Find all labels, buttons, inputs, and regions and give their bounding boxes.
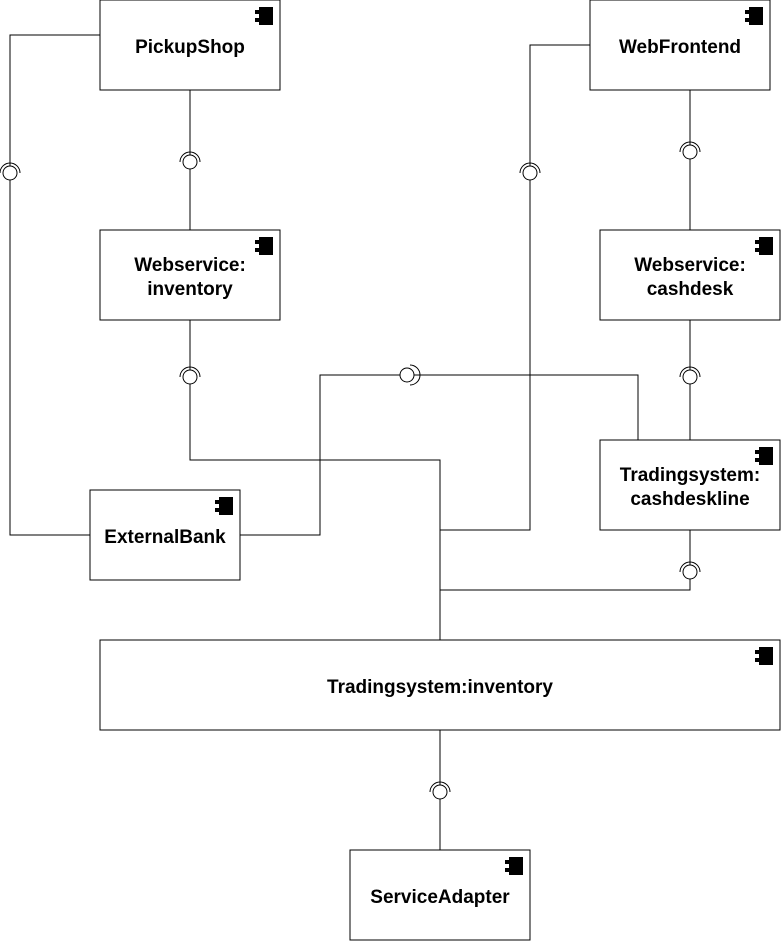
component-label: ServiceAdapter bbox=[370, 887, 510, 908]
externalbank-to-cashdeskline-line bbox=[240, 374, 639, 536]
component-externalbank[interactable]: ExternalBank bbox=[89, 489, 241, 581]
interface-webservice-inventory bbox=[179, 366, 201, 385]
interface-pickupshop-inventory bbox=[179, 151, 201, 170]
component-label-line-2: cashdesk bbox=[647, 279, 734, 300]
interface-service-adapter bbox=[429, 781, 451, 800]
component-tradingsystem-inventory[interactable]: Tradingsystem:inventory bbox=[99, 639, 781, 731]
component-serviceadapter[interactable]: ServiceAdapter bbox=[349, 849, 531, 941]
component-label: PickupShop bbox=[135, 37, 245, 58]
interface-webfrontend-cashdesk bbox=[679, 141, 701, 160]
interface-left-vertical bbox=[0, 162, 21, 181]
interface-webservice-cashdesk bbox=[679, 366, 701, 385]
component-label: ExternalBank bbox=[104, 527, 226, 548]
component-pickupshop[interactable]: PickupShop bbox=[99, 0, 281, 91]
cashdeskline-to-tradingsystem-inventory-line bbox=[440, 530, 691, 591]
component-label-line-1: Tradingsystem: bbox=[620, 465, 760, 486]
pickupshop-to-externalbank-line bbox=[9, 34, 100, 536]
component-webservice-cashdesk[interactable]: Webservice: cashdesk bbox=[599, 229, 781, 321]
component-webfrontend[interactable]: WebFrontend bbox=[589, 0, 771, 91]
interface-cashdeskline-bottom bbox=[679, 561, 701, 580]
interface-webfrontend-left bbox=[519, 162, 541, 181]
webfrontend-to-tradingsystem-inventory-line bbox=[440, 44, 590, 531]
component-label-line-1: Webservice: bbox=[634, 255, 746, 276]
component-tradingsystem-cashdeskline[interactable]: Tradingsystem: cashdeskline bbox=[599, 439, 781, 531]
webservice-inventory-to-tradingsystem-inventory-line bbox=[189, 320, 441, 640]
component-label-line-1: Webservice: bbox=[134, 255, 246, 276]
component-webservice-inventory[interactable]: Webservice: inventory bbox=[99, 229, 281, 321]
component-label: WebFrontend bbox=[619, 37, 741, 58]
interfaces bbox=[0, 141, 701, 800]
component-label-line-2: cashdeskline bbox=[630, 489, 749, 510]
component-label: Tradingsystem:inventory bbox=[327, 677, 553, 698]
component-label-line-2: inventory bbox=[147, 279, 233, 300]
interface-externalbank bbox=[399, 364, 421, 386]
